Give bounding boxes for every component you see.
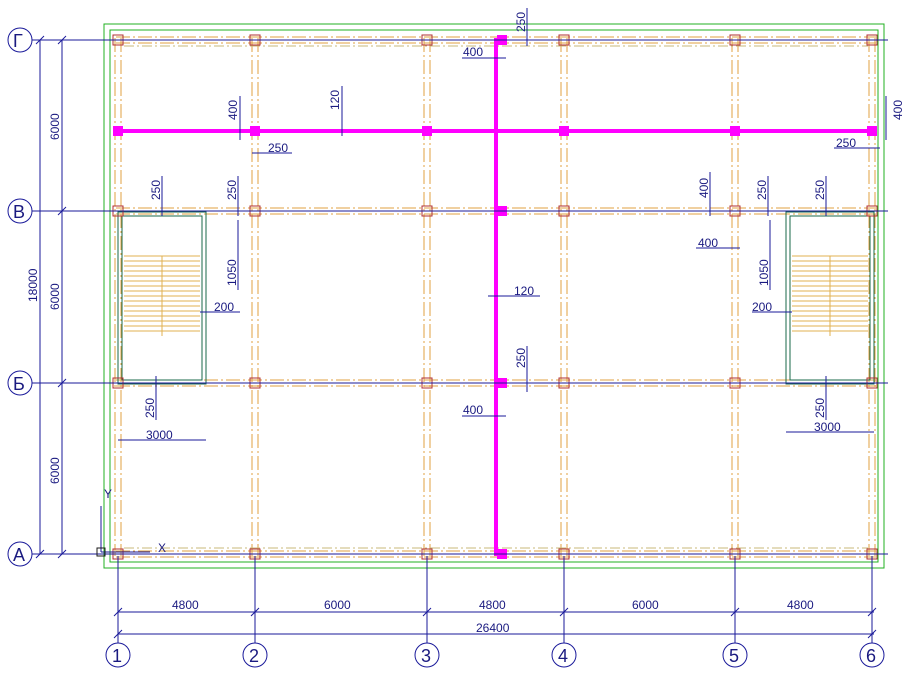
- outline-ticks: [130, 23, 866, 569]
- ann-400-right: 400: [891, 100, 905, 120]
- ann-400-left: 400: [226, 100, 240, 120]
- horizontal-axes: [32, 39, 888, 555]
- local-annotations: 250 400 400 120 250 400 250 250 250 1050…: [118, 8, 905, 442]
- bottom-tick-a-2: [422, 607, 432, 617]
- ann-250-b: 250: [268, 141, 288, 155]
- dim-span-5: 4800: [787, 598, 814, 612]
- axis-label-g: Г: [13, 31, 23, 51]
- left-tick-b-0: [35, 35, 45, 45]
- axis-label-1: 1: [112, 646, 122, 666]
- ann-3000-right: 3000: [814, 420, 841, 434]
- axis-label-3: 3: [421, 646, 431, 666]
- tie-node-1: [250, 126, 260, 136]
- bottom-tick-b-0: [113, 629, 123, 639]
- axis-label-6: 6: [866, 646, 876, 666]
- ann-120-top: 120: [328, 90, 342, 110]
- dim-span-3: 4800: [479, 598, 506, 612]
- stair-right: [785, 211, 875, 385]
- left-dimensions: 6000 6000 6000 18000: [26, 35, 67, 559]
- tie-node-2: [422, 126, 432, 136]
- axis-label-5: 5: [729, 646, 739, 666]
- bottom-tick-a-0: [113, 607, 123, 617]
- dim-left-2: 6000: [48, 283, 62, 310]
- ann-250-top: 250: [514, 12, 528, 32]
- dim-left-1: 6000: [48, 113, 62, 140]
- tie-node-4: [730, 126, 740, 136]
- ann-250-left-b: 250: [143, 398, 157, 418]
- left-tick-a-1: [57, 206, 67, 216]
- ann-250-s2: 250: [225, 180, 239, 200]
- ann-200-right: 200: [752, 300, 772, 314]
- axis-bubbles-horizontal: Г В Б А: [7, 27, 33, 567]
- ann-250-mid-r3: 250: [813, 180, 827, 200]
- ann-400-mid-r2: 400: [698, 236, 718, 250]
- axis-label-2: 2: [249, 646, 259, 666]
- ann-400-top: 400: [463, 45, 483, 59]
- ann-250-right: 250: [836, 136, 856, 150]
- ann-3000-left: 3000: [146, 428, 173, 442]
- ann-400-mid-b: 400: [463, 403, 483, 417]
- ucs-y-label: Y: [104, 487, 112, 501]
- building-outline: [103, 23, 885, 569]
- axis-label-v: В: [13, 202, 25, 222]
- ann-200-left: 200: [214, 300, 234, 314]
- bottom-tick-a-1: [250, 607, 260, 617]
- stair-right-steps: [792, 255, 868, 336]
- tie-node-5: [867, 126, 877, 136]
- ann-250-s1: 250: [149, 180, 163, 200]
- stair-left-steps: [124, 255, 200, 336]
- bottom-dim-ticks: [113, 607, 877, 639]
- ann-400-mid-r: 400: [697, 178, 711, 198]
- dim-total: 26400: [476, 621, 510, 635]
- left-tick-a-0: [57, 35, 67, 45]
- left-tick-a-3: [57, 549, 67, 559]
- axis-label-a: А: [13, 545, 25, 565]
- ann-1050-right: 1050: [757, 259, 771, 286]
- dim-span-4: 6000: [632, 598, 659, 612]
- dim-left-3: 6000: [48, 457, 62, 484]
- bottom-tick-a-4: [730, 607, 740, 617]
- ann-120-mid: 120: [514, 284, 534, 298]
- dim-left-total: 18000: [26, 268, 40, 302]
- vertical-axes: [117, 556, 873, 643]
- ann-250-right-b: 250: [813, 398, 827, 418]
- ann-1050-left: 1050: [225, 259, 239, 286]
- ann-250-mid-r: 250: [755, 180, 769, 200]
- bottom-dimensions: 4800 6000 4800 6000 4800 26400: [113, 598, 877, 639]
- left-dim-ticks: [35, 35, 67, 559]
- left-tick-a-2: [57, 378, 67, 388]
- dim-span-1: 4800: [172, 598, 199, 612]
- ucs-x-label: X: [158, 541, 166, 555]
- tie-node-0: [113, 126, 123, 136]
- bottom-tick-a-3: [559, 607, 569, 617]
- left-tick-b-1: [35, 549, 45, 559]
- ucs-icon: Y X: [96, 487, 166, 557]
- axis-bubbles-vertical: 1 2 3 4 5 6: [105, 642, 885, 668]
- tie-node-3: [559, 126, 569, 136]
- axis-label-4: 4: [558, 646, 568, 666]
- bottom-tick-a-5: [867, 607, 877, 617]
- bottom-tick-b-1: [867, 629, 877, 639]
- axis-label-b: Б: [13, 374, 25, 394]
- stair-left: [117, 211, 207, 385]
- dim-span-2: 6000: [324, 598, 351, 612]
- ann-250-mid-b: 250: [514, 348, 528, 368]
